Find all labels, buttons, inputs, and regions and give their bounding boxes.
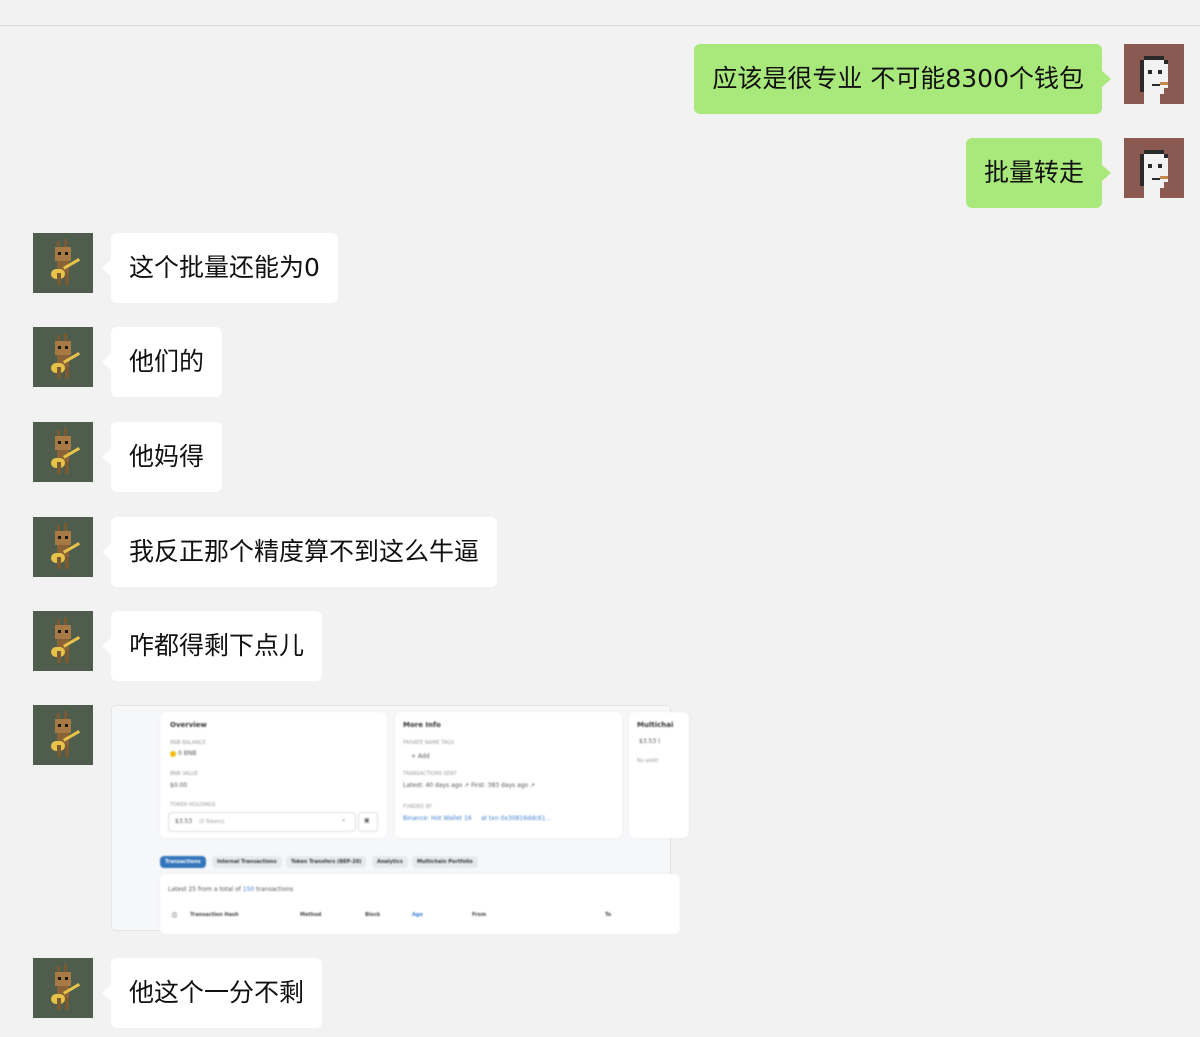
transactions-summary: Latest 25 from a total of 150 transactio… bbox=[168, 886, 294, 893]
message-bubble[interactable]: 批量转走 bbox=[965, 138, 1112, 208]
column-header: To bbox=[605, 912, 612, 918]
top-divider bbox=[0, 25, 1200, 26]
groot-avatar-icon bbox=[33, 611, 93, 671]
explorer-screenshot: Overview BNB BALANCE 0 BNB BNB VALUE $0.… bbox=[112, 706, 689, 934]
contact-avatar[interactable] bbox=[33, 958, 93, 1018]
bnb-balance-label: BNB BALANCE bbox=[170, 740, 206, 746]
tab-token-transfers[interactable]: Token Transfers (BEP-20) bbox=[286, 856, 367, 868]
groot-avatar-icon bbox=[33, 958, 93, 1018]
contact-avatar[interactable] bbox=[33, 517, 93, 577]
wallet-icon: ▣ bbox=[364, 817, 370, 824]
contact-avatar[interactable] bbox=[33, 705, 93, 765]
column-header: Method bbox=[300, 912, 322, 918]
overview-title: Overview bbox=[170, 721, 207, 729]
funded-by-txn-link[interactable]: at txn 0x30816ddc61... bbox=[481, 815, 552, 822]
more-info-card: More Info PRIVATE NAME TAGS + Add TRANSA… bbox=[395, 712, 622, 838]
self-avatar[interactable] bbox=[1124, 44, 1184, 104]
message-bubble[interactable]: 他这个一分不剩 bbox=[101, 958, 323, 1028]
private-tags-label: PRIVATE NAME TAGS bbox=[403, 740, 455, 746]
multichain-value: $3.53 ( bbox=[639, 738, 661, 745]
bnb-value-label: BNB VALUE bbox=[170, 771, 199, 777]
wallet-button[interactable]: ▣ bbox=[358, 812, 378, 832]
add-tag-link[interactable]: + Add bbox=[411, 753, 430, 760]
token-holdings-select[interactable]: $3.53 (5 Tokens) ⌄ bbox=[168, 812, 356, 832]
groot-avatar-icon bbox=[33, 705, 93, 765]
transactions-table: Latest 25 from a total of 150 transactio… bbox=[160, 874, 680, 934]
bnb-value-value: $0.00 bbox=[170, 782, 188, 789]
more-info-title: More Info bbox=[403, 721, 441, 729]
pixel-punk-avatar-icon bbox=[1124, 138, 1184, 198]
tx-sent-label: TRANSACTIONS SENT bbox=[403, 771, 457, 777]
self-avatar[interactable] bbox=[1124, 138, 1184, 198]
multichain-card: Multichai $3.53 ( No addit bbox=[629, 712, 689, 838]
pixel-punk-avatar-icon bbox=[1124, 44, 1184, 104]
multichain-note: No addit bbox=[637, 758, 659, 764]
message-bubble[interactable]: 他们的 bbox=[101, 327, 223, 397]
overview-card: Overview BNB BALANCE 0 BNB BNB VALUE $0.… bbox=[160, 712, 387, 838]
contact-avatar[interactable] bbox=[33, 327, 93, 387]
tx-sent-value: Latest: 40 days ago ↗ First: 383 days ag… bbox=[403, 782, 536, 789]
contact-avatar[interactable] bbox=[33, 611, 93, 671]
groot-avatar-icon bbox=[33, 422, 93, 482]
message-bubble[interactable]: 这个批量还能为0 bbox=[102, 233, 338, 303]
funded-by-link[interactable]: Binance: Hot Wallet 16 bbox=[403, 815, 472, 822]
multichain-title: Multichai bbox=[637, 721, 674, 729]
column-header[interactable]: Age bbox=[412, 912, 423, 918]
bnb-balance-value: 0 BNB bbox=[170, 750, 196, 757]
groot-avatar-icon bbox=[33, 233, 93, 293]
message-bubble[interactable]: 我反正那个精度算不到这么牛逼 bbox=[101, 517, 498, 587]
image-message[interactable]: Overview BNB BALANCE 0 BNB BNB VALUE $0.… bbox=[111, 705, 689, 934]
tab-multichain-portfolio[interactable]: Multichain Portfolio bbox=[412, 856, 478, 868]
contact-avatar[interactable] bbox=[33, 422, 93, 482]
help-icon: ⓘ bbox=[172, 913, 178, 919]
tab-transactions[interactable]: Transactions bbox=[160, 856, 206, 868]
bnb-coin-icon bbox=[170, 750, 176, 757]
column-header: Block bbox=[365, 912, 381, 918]
tab-internal-transactions[interactable]: Internal Transactions bbox=[212, 856, 282, 868]
contact-avatar[interactable] bbox=[33, 233, 93, 293]
groot-avatar-icon bbox=[33, 517, 93, 577]
message-bubble[interactable]: 他妈得 bbox=[101, 422, 223, 492]
column-header: Transaction Hash bbox=[190, 912, 239, 918]
token-holdings-label: TOKEN HOLDINGS bbox=[170, 802, 216, 808]
message-bubble[interactable]: 应该是很专业 不可能8300个钱包 bbox=[694, 44, 1111, 114]
tab-analytics[interactable]: Analytics bbox=[372, 856, 408, 868]
groot-avatar-icon bbox=[33, 327, 93, 387]
funded-by-label: FUNDED BY bbox=[403, 804, 432, 810]
message-bubble[interactable]: 咋都得剩下点儿 bbox=[101, 611, 323, 681]
chevron-down-icon: ⌄ bbox=[341, 816, 347, 823]
column-header: From bbox=[472, 912, 487, 918]
